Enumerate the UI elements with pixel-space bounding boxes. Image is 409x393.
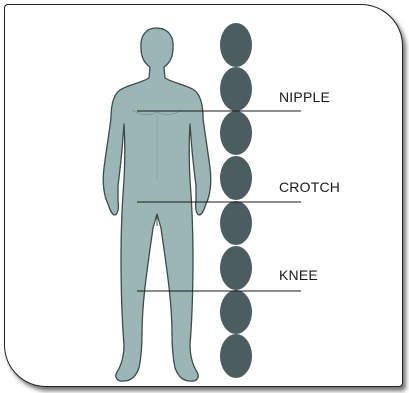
segment-6 (220, 246, 252, 290)
knee-label: KNEE (279, 268, 318, 282)
body-outline (103, 28, 211, 381)
segment-4 (220, 156, 252, 200)
segment-5 (220, 201, 252, 245)
segment-3 (220, 111, 252, 155)
human-silhouette (103, 28, 211, 381)
segment-2 (220, 67, 252, 111)
segment-7 (220, 290, 252, 334)
segment-8 (220, 334, 252, 378)
segment-stack (220, 23, 252, 378)
nipple-label: NIPPLE (279, 90, 330, 104)
crotch-label: CROTCH (279, 180, 340, 194)
segment-1 (220, 23, 252, 67)
